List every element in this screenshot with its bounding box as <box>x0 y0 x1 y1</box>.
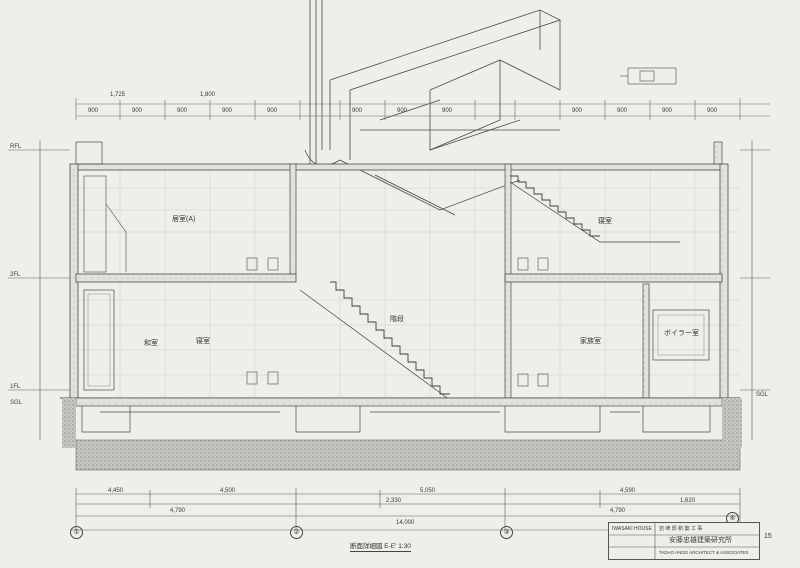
dim-label: 4,790 <box>170 508 186 514</box>
right-level-marks <box>740 140 770 440</box>
dim-label: 1,800 <box>200 92 216 98</box>
level-label: SGL <box>10 400 23 406</box>
grid-marker: ① <box>70 526 83 539</box>
firm-name: TADAO ANDO ARCHITECT & ASSOCIATES <box>659 550 749 555</box>
room-label: 寝室 <box>598 218 612 225</box>
stair-upper <box>510 175 600 237</box>
dim-label: 900 <box>662 108 673 114</box>
sheet-number: 15 <box>764 533 772 540</box>
level-label: 2FL <box>10 272 21 278</box>
dim-label: 2,330 <box>386 498 402 504</box>
left-wall <box>69 163 79 405</box>
floor-slab-right <box>504 273 723 283</box>
dim-label: 900 <box>442 108 453 114</box>
dim-label: 14,000 <box>396 520 415 526</box>
closet-lower <box>83 289 115 391</box>
level-label: RFL <box>10 144 22 150</box>
key-plan <box>620 67 677 85</box>
dim-label: 900 <box>707 108 718 114</box>
bottom-dimensions <box>75 488 741 530</box>
foundation-pits <box>81 406 711 433</box>
project-name-jp: 岩 崎 邸 新 築 工 事 <box>659 526 703 532</box>
dim-label: 900 <box>267 108 278 114</box>
dim-label: 900 <box>352 108 363 114</box>
level-label: SGL <box>756 392 769 398</box>
dim-label: 5,050 <box>420 488 436 494</box>
dim-label: 4,590 <box>620 488 636 494</box>
dim-label: 900 <box>222 108 233 114</box>
dim-label: 4,450 <box>108 488 124 494</box>
parapet-left <box>75 141 103 165</box>
grid-marker: ③ <box>500 526 513 539</box>
room-label: ボイラー室 <box>664 330 699 337</box>
roof-slab <box>75 163 723 171</box>
project-name-roman: IWASAKI HOUSE <box>612 526 652 532</box>
dim-label: 4,500 <box>220 488 236 494</box>
mid-wall-upper <box>289 163 297 275</box>
grid-marker: ② <box>290 526 303 539</box>
room-label: 居室(A) <box>172 216 196 223</box>
firm-name-jp: 安藤忠雄建築研究所 <box>669 537 732 544</box>
floor-slab-left <box>75 273 297 283</box>
left-level-marks <box>8 140 70 440</box>
title-block: IWASAKI HOUSE 岩 崎 邸 新 築 工 事 安藤忠雄建築研究所 TA… <box>608 522 760 560</box>
mid-wall-right <box>504 163 512 405</box>
earth-hatch <box>75 439 741 471</box>
title-block-grid <box>609 523 759 559</box>
right-wall <box>719 163 729 405</box>
closet-upper <box>83 175 107 273</box>
boiler-window <box>652 309 710 361</box>
formwork-grid <box>76 170 740 400</box>
level-label: 1FL <box>10 384 21 390</box>
dim-label: 4,790 <box>610 508 626 514</box>
room-label: 階段 <box>390 316 404 323</box>
dim-label: 900 <box>397 108 408 114</box>
dim-label: 900 <box>617 108 628 114</box>
ground-slab <box>75 397 723 407</box>
boiler-wall <box>642 283 650 405</box>
parapet-right <box>713 141 723 165</box>
caption-text: 断面詳細図 E-E' 1:30 <box>350 543 411 552</box>
top-dimension-chain <box>75 98 770 120</box>
dim-label: 900 <box>88 108 99 114</box>
stair-lower <box>330 281 450 395</box>
axonometric-wing <box>304 0 562 216</box>
dim-label: 1,620 <box>680 498 696 504</box>
drawing-caption: 断面詳細図 E-E' 1:30 <box>350 540 411 552</box>
room-label: 寝室 <box>196 338 210 345</box>
dim-label: 900 <box>132 108 143 114</box>
dim-label: 1,725 <box>110 92 126 98</box>
dim-label: 900 <box>572 108 583 114</box>
dim-label: 900 <box>177 108 188 114</box>
room-label: 和室 <box>144 340 158 347</box>
room-label: 家族室 <box>580 338 601 345</box>
